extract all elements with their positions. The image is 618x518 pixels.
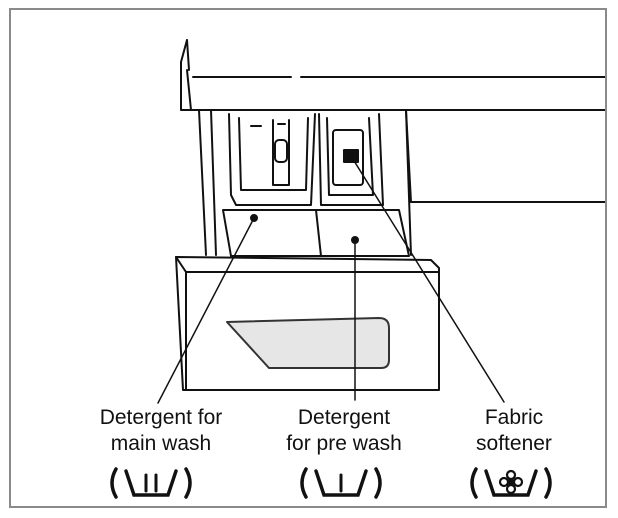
drawer-front <box>175 256 440 391</box>
drawer-cavity <box>198 109 605 256</box>
main-wash-tub-icon <box>110 467 192 499</box>
pre-wash-label-line2: for pre wash <box>286 432 402 455</box>
softener-label-line1: Fabric <box>484 406 544 429</box>
softener-flower-icon <box>470 467 552 499</box>
detergent-drawer-illustration <box>157 39 605 404</box>
softener-label-line2: softener <box>476 432 552 455</box>
main-wash-label-line1: Detergent for <box>99 406 223 429</box>
pre-wash-label: Detergent for pre wash <box>239 405 449 457</box>
drawer-compartments <box>222 113 410 257</box>
pre-wash-tub-icon <box>300 467 382 499</box>
machine-top-panel <box>180 39 605 111</box>
diagram-frame: Detergent for main wash Detergent for pr… <box>9 8 607 508</box>
main-wash-leader-line <box>157 217 255 404</box>
main-wash-label-line2: main wash <box>110 432 212 455</box>
softener-label: Fabric softener <box>449 405 579 457</box>
softener-leader-line <box>350 155 505 403</box>
pre-wash-label-line1: Detergent <box>297 406 391 429</box>
main-wash-label: Detergent for main wash <box>51 405 271 457</box>
